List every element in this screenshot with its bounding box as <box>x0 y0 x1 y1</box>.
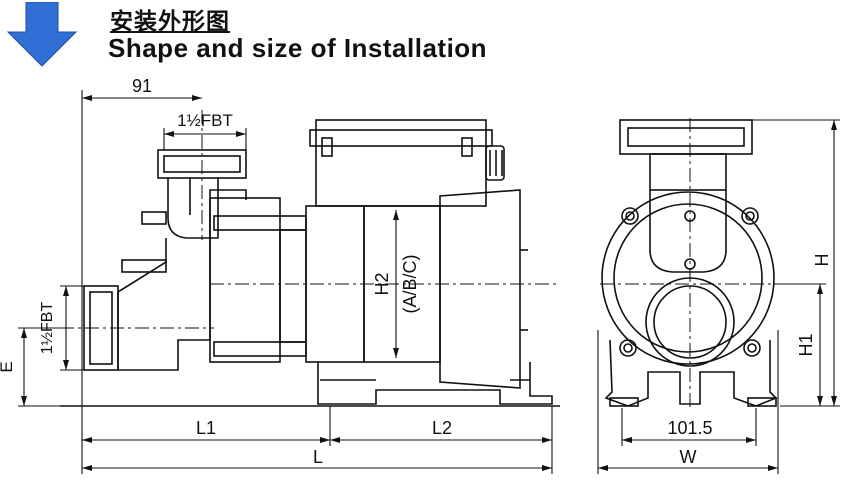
dim-fbt-side: 1½FBT <box>39 302 56 355</box>
motor-rear <box>439 189 521 389</box>
dim-l2: L2 <box>432 418 452 438</box>
down-arrow-icon <box>6 2 78 67</box>
dim-w: W <box>680 447 697 467</box>
title-chinese: 安装外形图 <box>110 9 230 35</box>
dim-fbt-top: 1½FBT <box>177 111 233 130</box>
front-suction-port <box>649 153 727 191</box>
dim-h1: H1 <box>796 333 816 356</box>
dim-91: 91 <box>132 76 152 96</box>
terminal-box <box>315 119 487 207</box>
dim-abc: (A/B/C) <box>400 254 420 313</box>
top-port-pipe <box>167 178 219 239</box>
pump-flange <box>209 197 281 363</box>
dim-h2: H2 <box>372 272 392 295</box>
dim-l: L <box>313 447 323 467</box>
dim-h: H <box>812 254 832 267</box>
dim-e: E <box>0 361 16 372</box>
motor-housing-circle <box>601 191 775 365</box>
pump-housing <box>117 189 247 371</box>
dim-l1: L1 <box>196 418 216 438</box>
cable-gland <box>485 145 505 181</box>
front-terminal-box <box>619 119 753 155</box>
pump-base <box>317 362 553 405</box>
title-english: Shape and size of Installation <box>108 33 488 63</box>
dim-101-5: 101.5 <box>667 418 712 438</box>
